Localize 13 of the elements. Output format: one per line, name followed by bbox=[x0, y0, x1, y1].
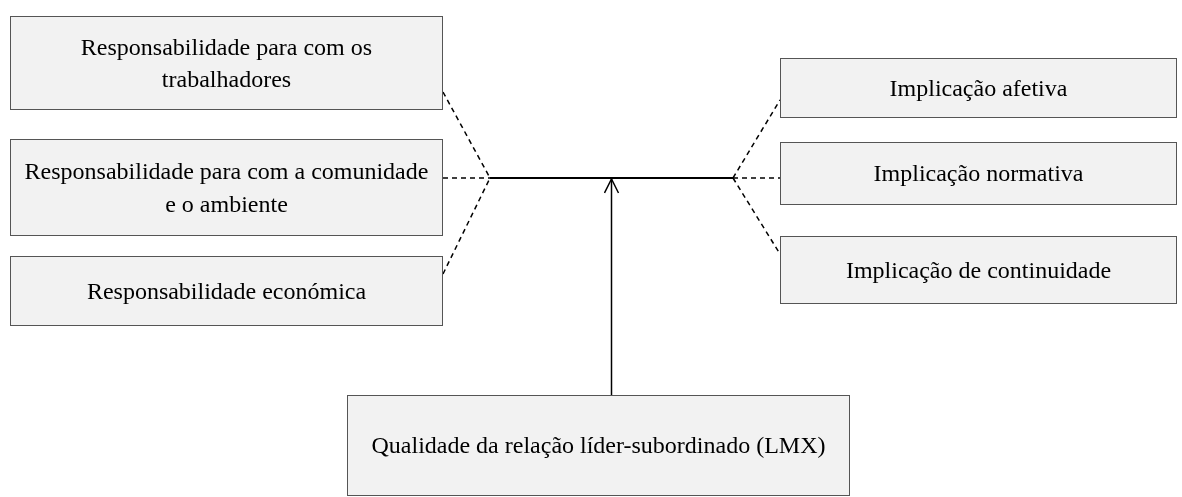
concept-box: Responsabilidade para com a comunidade e o ambiente bbox=[10, 139, 443, 236]
dashed-connector bbox=[442, 177, 491, 179]
concept-box: Implicação normativa bbox=[780, 142, 1177, 205]
connector-bar bbox=[490, 177, 733, 179]
concept-box: Responsabilidade económica bbox=[10, 256, 443, 326]
dashed-connector bbox=[442, 177, 491, 275]
dashed-connector bbox=[732, 177, 781, 179]
arrow bbox=[603, 178, 620, 396]
dashed-connector bbox=[732, 99, 781, 179]
concept-box: Qualidade da relação líder-subordinado (LMX) bbox=[347, 395, 850, 496]
concept-box: Responsabilidade para com os trabalhadores bbox=[10, 16, 443, 110]
concept-box: Implicação de continuidade bbox=[780, 236, 1177, 304]
concept-box: Implicação afetiva bbox=[780, 58, 1177, 118]
